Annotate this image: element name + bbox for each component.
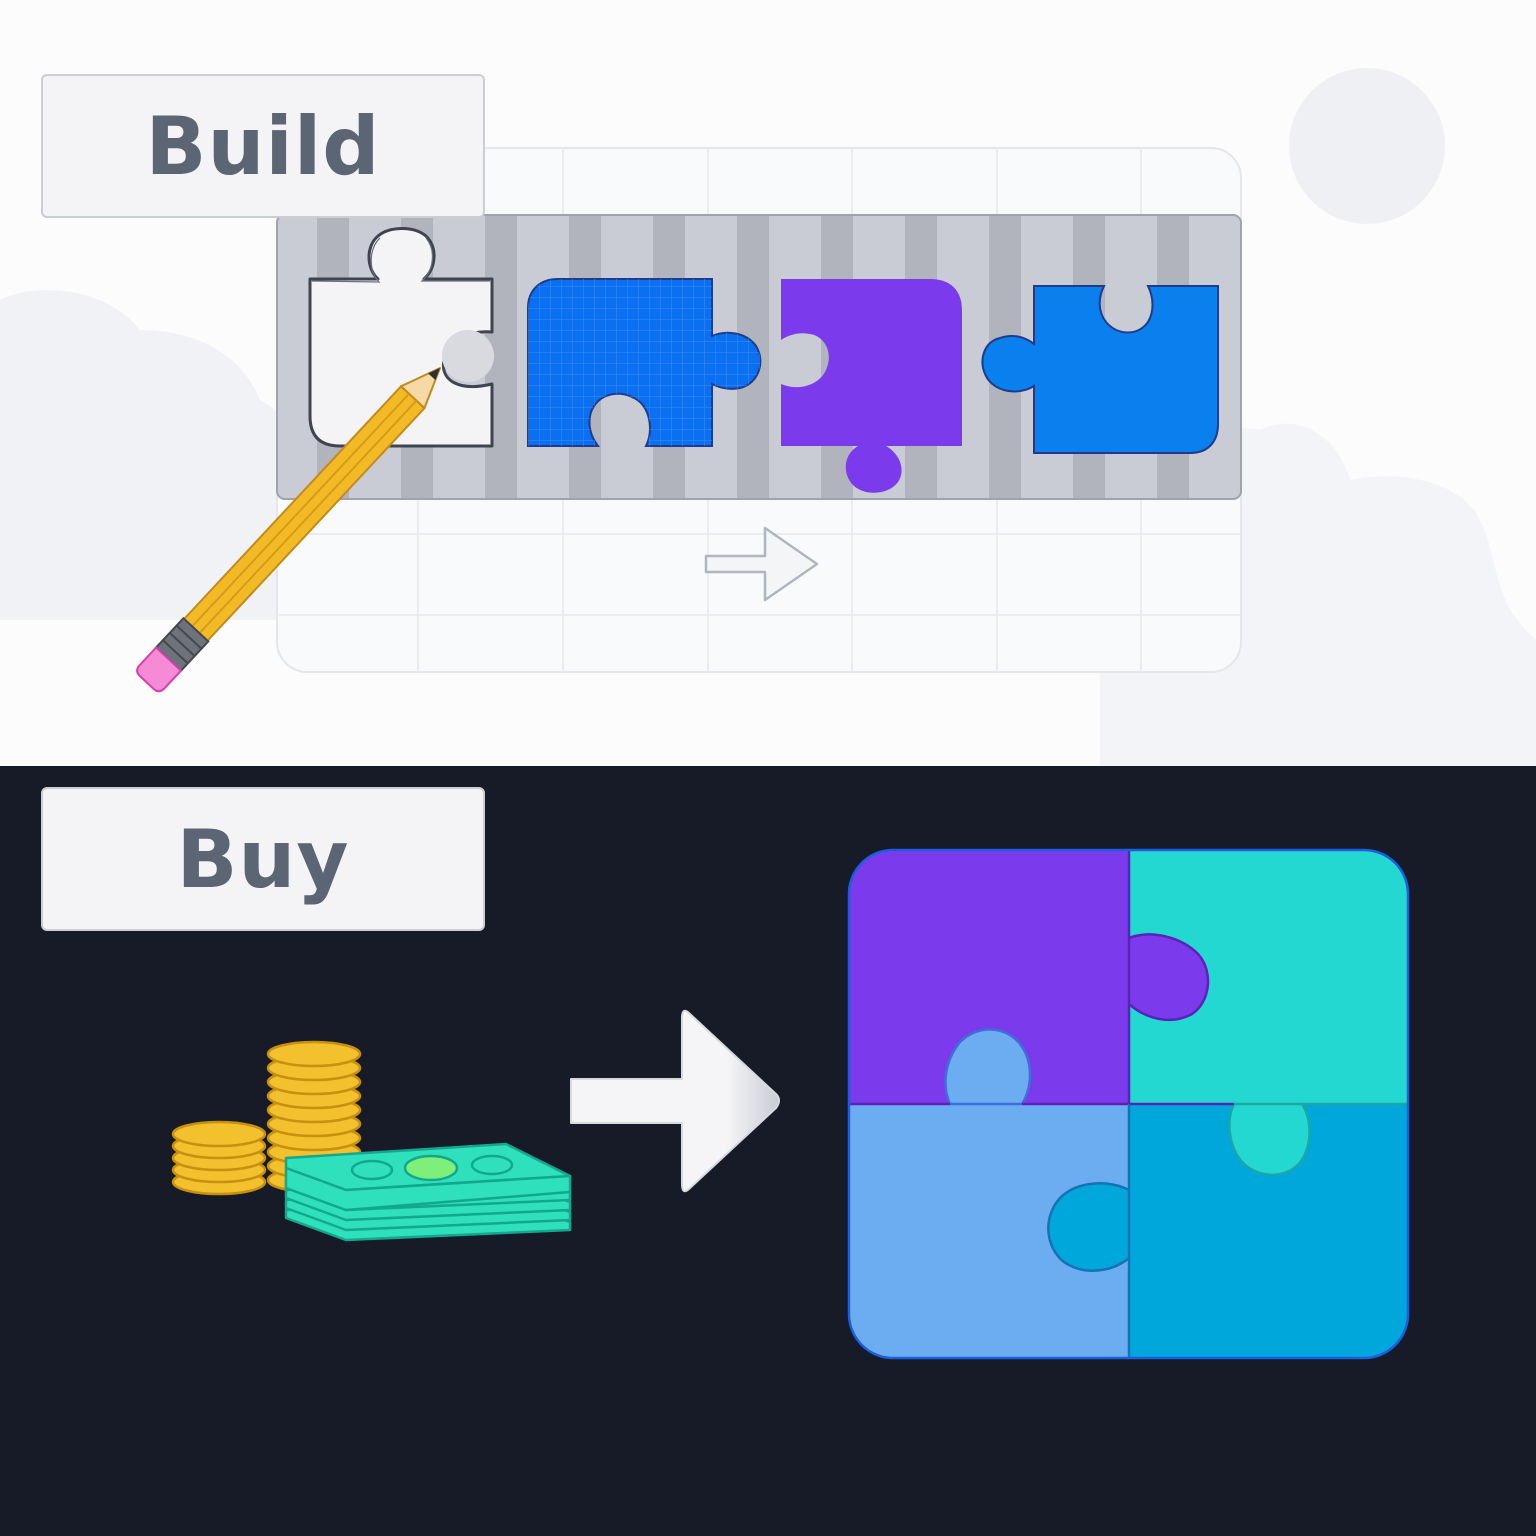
build-section: Build xyxy=(0,0,1536,766)
pencil-icon xyxy=(136,367,441,693)
cash-stack-icon xyxy=(284,1142,572,1242)
build-label: Build xyxy=(145,99,381,193)
completed-puzzle-icon xyxy=(847,848,1410,1360)
sun-circle xyxy=(1289,68,1445,224)
build-illustration xyxy=(0,68,1536,766)
purple-puzzle-piece xyxy=(781,279,962,493)
buy-illustration xyxy=(171,848,1410,1360)
build-label-box: Build xyxy=(41,74,485,218)
buy-label: Buy xyxy=(176,812,350,906)
cloud-left xyxy=(0,290,304,620)
coin-stack-small-icon xyxy=(171,1120,267,1196)
blue-puzzle-piece xyxy=(981,285,1219,454)
small-arrow-icon xyxy=(704,526,819,602)
buy-section: Buy xyxy=(0,766,1536,1536)
blueprint-puzzle-piece xyxy=(527,278,762,447)
sketch-puzzle-piece xyxy=(308,227,494,448)
buy-label-box: Buy xyxy=(41,787,485,931)
big-arrow-icon xyxy=(570,1009,780,1193)
